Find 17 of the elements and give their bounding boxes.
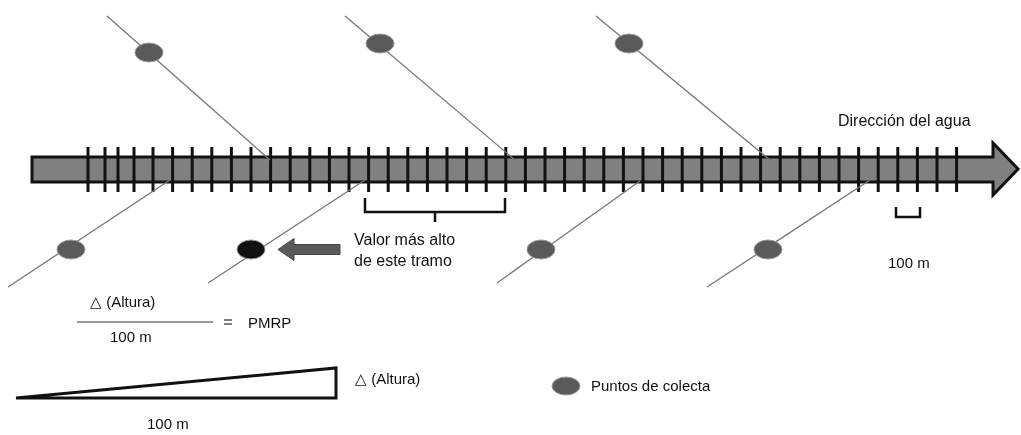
sample-point: [365, 33, 395, 54]
direction-label: Dirección del agua: [838, 112, 971, 130]
length-label: 100 m: [147, 415, 189, 433]
highlighted-sample-point: [236, 239, 266, 260]
sample-point: [56, 239, 86, 260]
annotation-text: Valor más alto de este tramo: [353, 230, 457, 271]
formula-result: PMRP: [248, 314, 292, 332]
legend-text: Puntos de colecta: [591, 377, 711, 395]
denominator-text: 100 m: [110, 328, 152, 346]
numerator-text: △ (Altura): [90, 293, 156, 311]
arrow: [277, 238, 341, 261]
sample-point: [526, 239, 556, 260]
scale-label: 100 m: [888, 254, 930, 272]
sample-point: [134, 42, 164, 63]
height-label: △ (Altura): [355, 370, 421, 388]
sample-point: [753, 239, 783, 260]
sample-point: [614, 33, 644, 54]
